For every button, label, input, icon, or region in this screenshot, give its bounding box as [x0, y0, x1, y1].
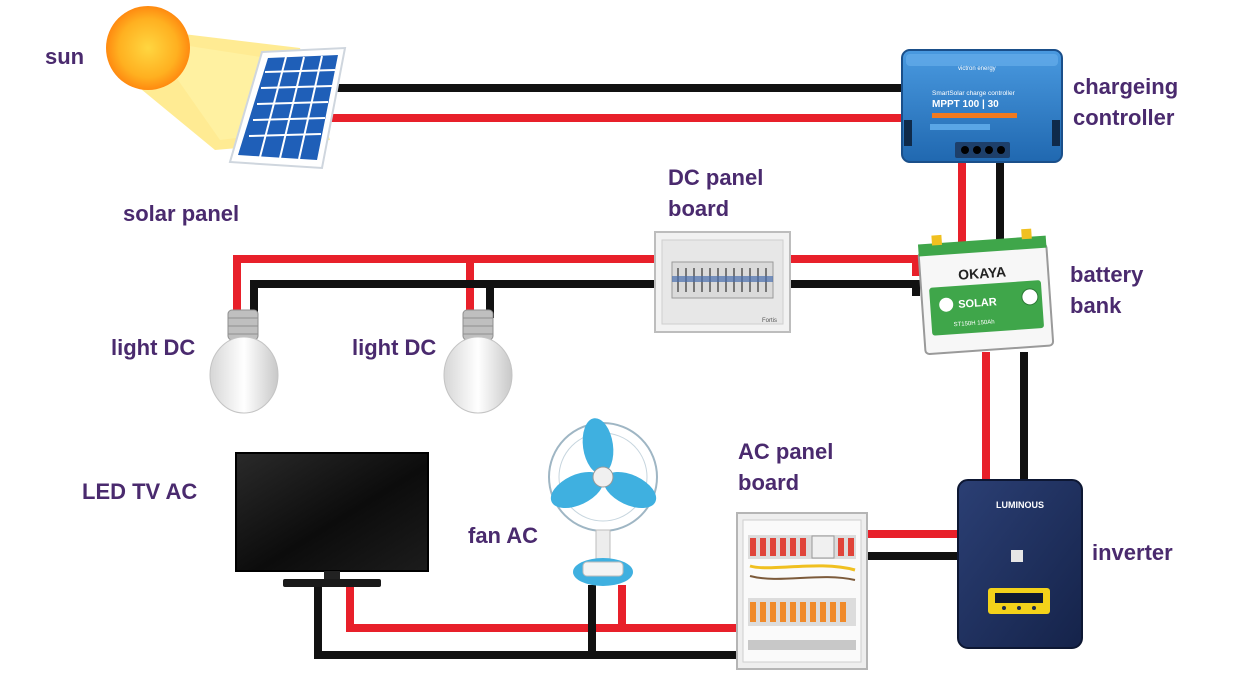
battery-dcpanel-negative-wire: [790, 280, 920, 296]
sun-label: sun: [45, 44, 85, 69]
charge-controller: victron energy SmartSolar charge control…: [901, 49, 1063, 163]
led-tv: [235, 452, 429, 587]
dc-panel-board: Fortis: [654, 231, 791, 333]
inverter-label: inverter: [1092, 540, 1173, 565]
ac-load-positive-wire: [346, 585, 740, 632]
ac-panel-board: [736, 512, 868, 670]
inverter: LUMINOUS: [957, 479, 1083, 649]
controller-model-line2: MPPT 100 | 30: [932, 99, 999, 110]
light-dc-2-label: light DC: [352, 335, 437, 360]
table-fan: [548, 418, 658, 586]
charge-controller-label-line2: controller: [1073, 105, 1175, 130]
inverter-brand: LUMINOUS: [996, 500, 1044, 510]
battery-series: SOLAR: [958, 296, 997, 311]
ac-panel-label-line2: board: [738, 470, 800, 495]
battery-brand: OKAYA: [958, 263, 1007, 282]
fan-label: fan AC: [468, 523, 539, 548]
light-dc-1-label: light DC: [111, 335, 196, 360]
dc-panel-label-line1: DC panel: [668, 165, 764, 190]
wiring: [233, 84, 1028, 659]
sun-disc: [106, 6, 190, 90]
ac-breaker-row-1: [748, 535, 856, 559]
fan-blade-top: [582, 418, 614, 474]
fan-blade-right: [603, 471, 657, 509]
solar-panel-label: solar panel: [123, 201, 240, 226]
solar-panel: [228, 46, 347, 170]
controller-model-line1: SmartSolar charge controller: [932, 90, 1016, 97]
battery-label-line2: bank: [1070, 293, 1122, 318]
light-bulb-1: [209, 309, 279, 414]
dc-light-negative-wire: [250, 280, 655, 318]
battery-label-line1: battery: [1070, 262, 1144, 287]
battery-dcpanel-positive-wire: [790, 255, 920, 276]
battery-model: ST150H 150Ah: [953, 319, 994, 328]
controller-brand: victron energy: [958, 66, 996, 72]
light-bulb-2: [443, 309, 513, 414]
dc-panel-label-line2: board: [668, 196, 730, 221]
ac-load-negative-wire: [314, 585, 740, 659]
fan-blade-left: [550, 471, 604, 509]
ac-breaker-row-2: [748, 598, 856, 626]
battery-bank: OKAYA SOLAR ST150H 150Ah: [917, 228, 1055, 356]
led-tv-label: LED TV AC: [82, 479, 198, 504]
dc-panel-brand: Fortis: [762, 318, 777, 324]
ac-panel-label-line1: AC panel: [738, 439, 834, 464]
charge-controller-label-line1: chargeing: [1073, 74, 1179, 99]
